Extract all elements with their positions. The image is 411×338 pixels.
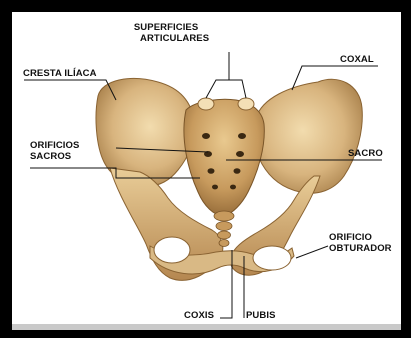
leader-obturador xyxy=(296,246,328,258)
sacral-foramen xyxy=(208,168,215,174)
sacral-foramen xyxy=(234,168,241,174)
left-obturator-foramen xyxy=(154,237,190,263)
articular-surface-left xyxy=(198,98,214,110)
label-coxis: COXIS xyxy=(184,310,214,321)
label-orificios-sacros: ORIFICIOS SACROS xyxy=(30,140,79,162)
label-orificio-line1: ORIFICIO xyxy=(329,232,392,243)
label-orificios-line2: SACROS xyxy=(30,151,79,162)
sacral-foramen xyxy=(238,133,246,139)
sacral-foramen xyxy=(202,133,210,139)
sacral-foramen xyxy=(236,151,244,157)
label-superficies-line2: ARTICULARES xyxy=(140,33,209,44)
label-pubis: PUBIS xyxy=(246,310,276,321)
label-sacro: SACRO xyxy=(348,148,383,159)
label-orificios-line1: ORIFICIOS xyxy=(30,140,79,151)
right-obturator-foramen xyxy=(253,246,291,270)
articular-surface-right xyxy=(238,98,254,110)
sacral-foramen xyxy=(212,185,218,190)
label-cresta-iliaca: CRESTA ILÍACA xyxy=(23,68,97,79)
label-superficies-line1: SUPERFICIES xyxy=(123,22,209,33)
right-ilium xyxy=(254,79,362,193)
sacrum xyxy=(184,99,264,216)
label-superficies: SUPERFICIES ARTICULARES xyxy=(123,22,209,44)
label-orificio-obturador: ORIFICIO OBTURADOR xyxy=(329,232,392,254)
label-orificio-line2: OBTURADOR xyxy=(329,243,392,254)
sacral-foramen xyxy=(230,185,236,190)
leader-superficies xyxy=(206,80,246,98)
label-coxal: COXAL xyxy=(340,54,374,65)
